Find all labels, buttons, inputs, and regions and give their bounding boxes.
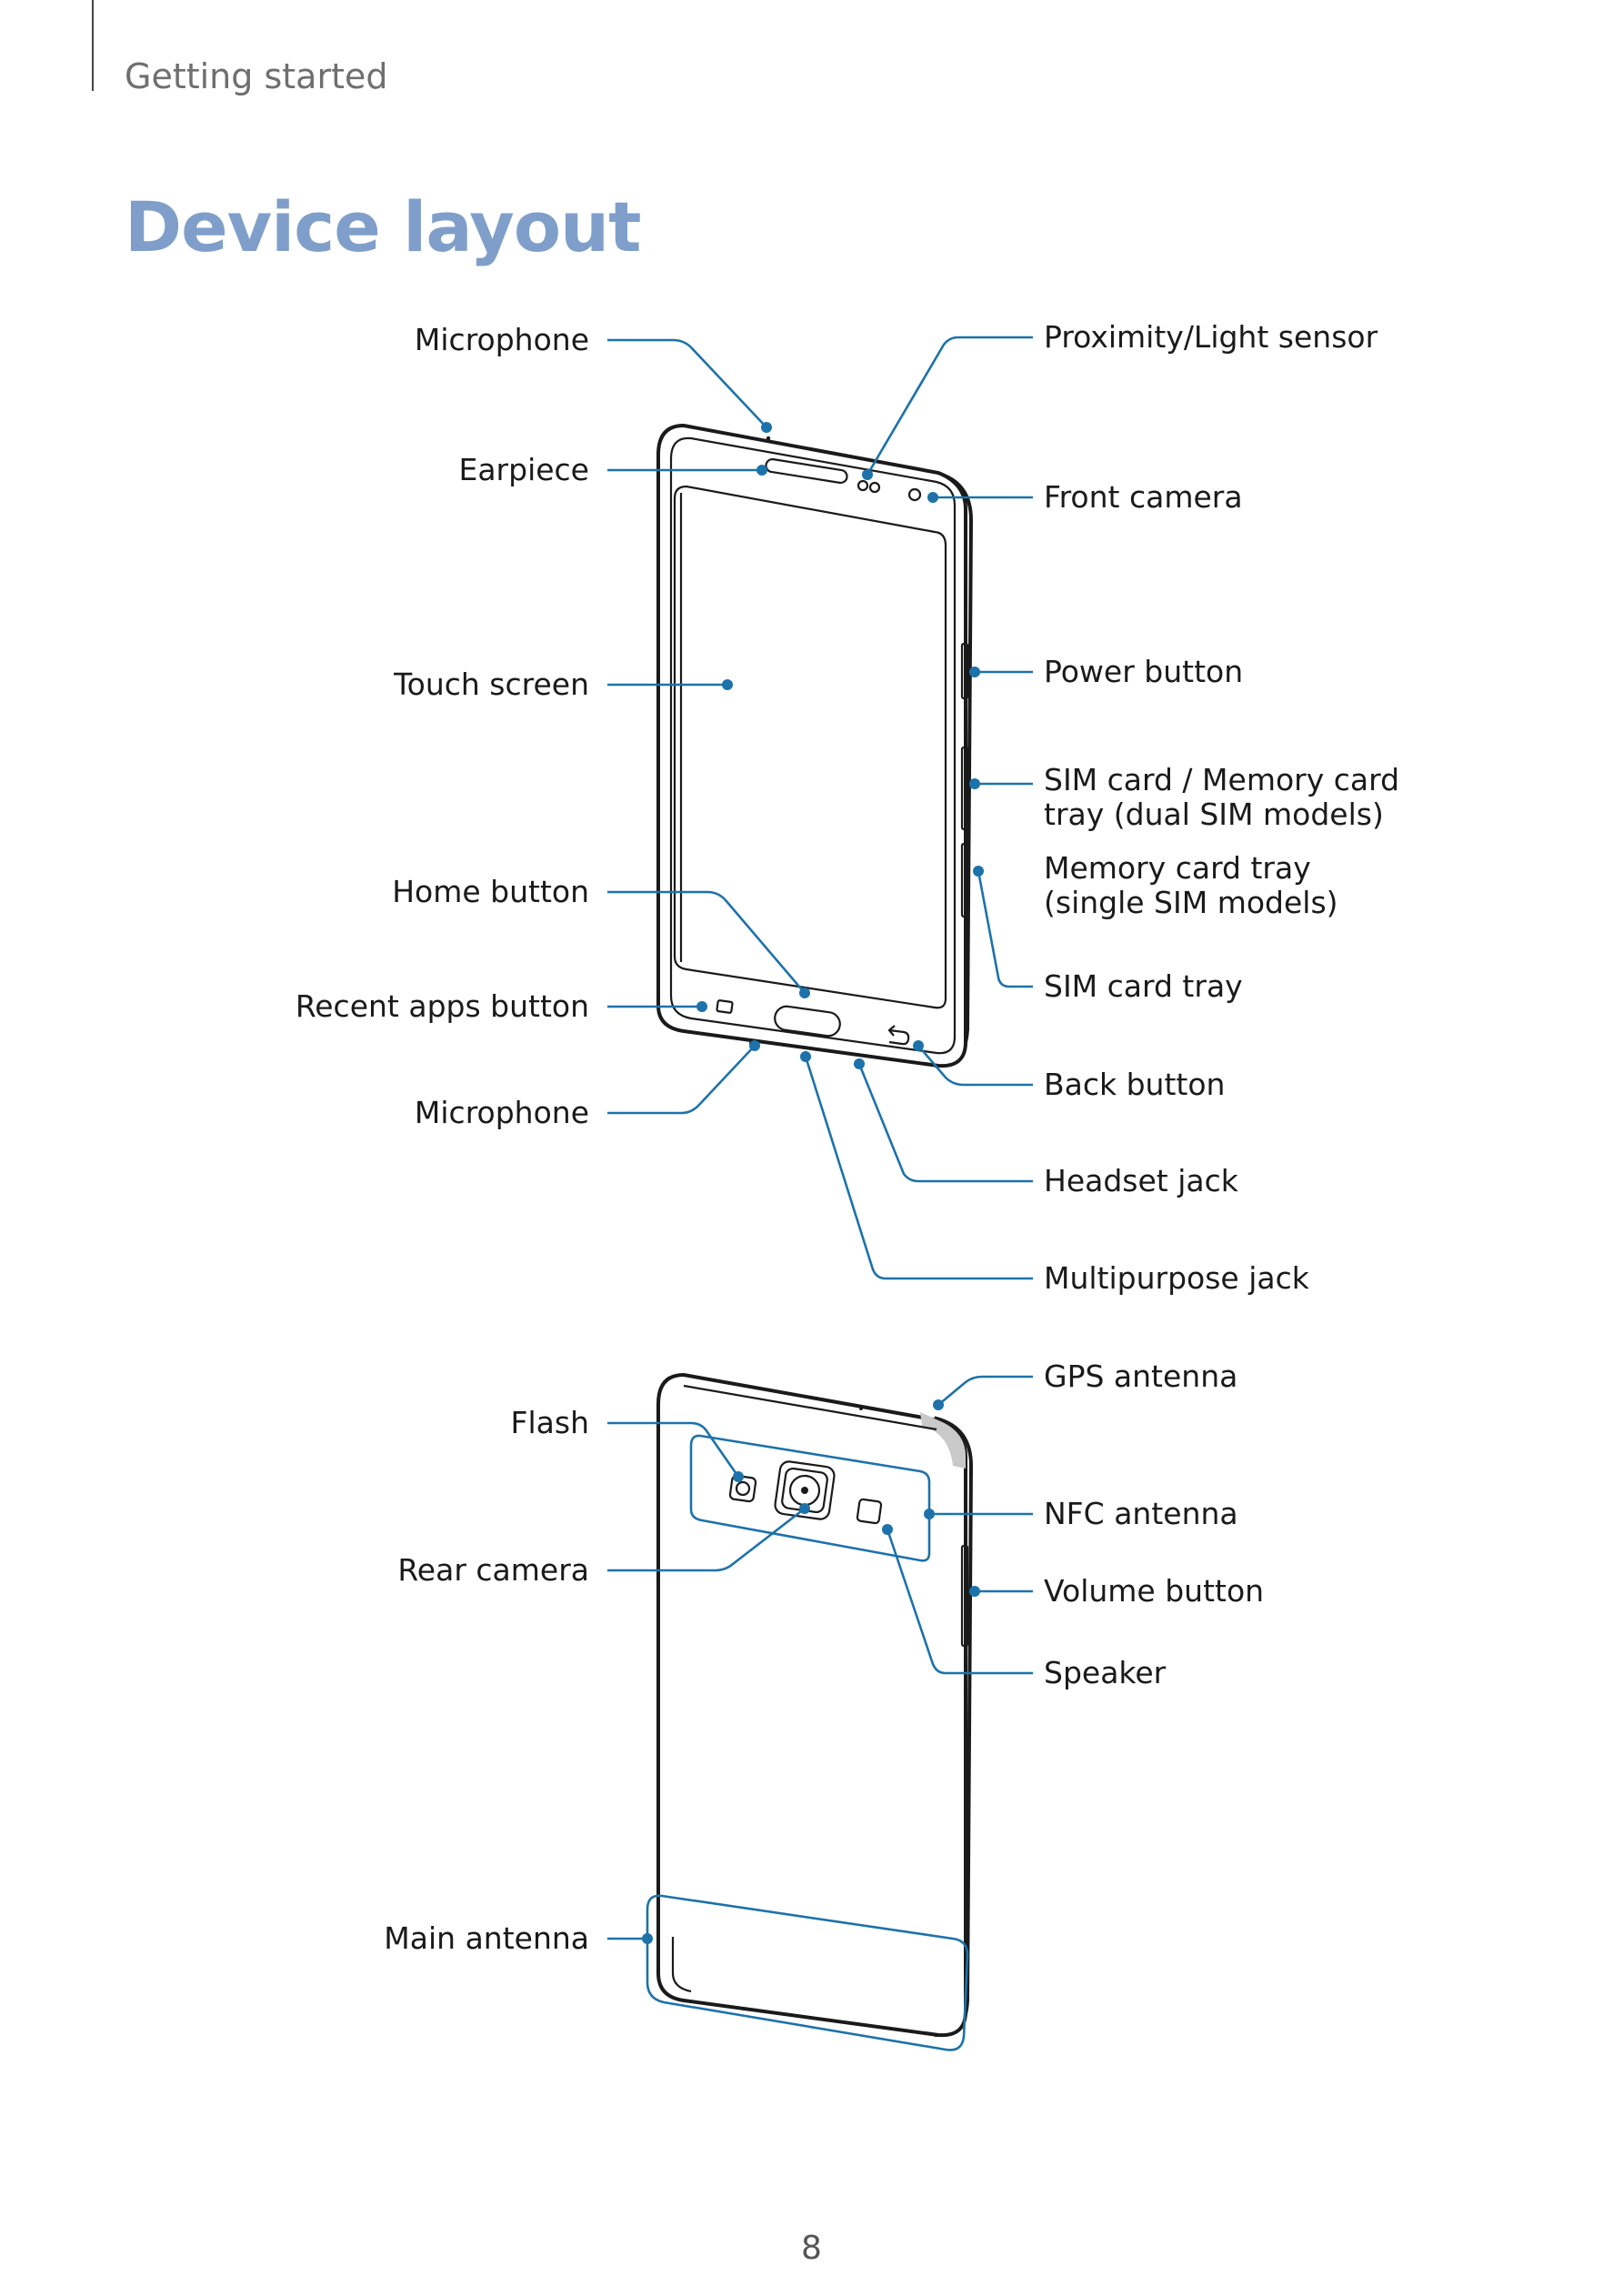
margin-rule — [92, 0, 94, 91]
label-recent-apps-button: Recent apps button — [295, 988, 589, 1024]
label-memory-card-tray-line2: (single SIM models) — [1044, 885, 1338, 920]
back-phone-illustration — [656, 1372, 974, 2038]
front-right-leaders — [800, 336, 1033, 1280]
label-speaker: Speaker — [1044, 1655, 1167, 1690]
back-leaders — [607, 1375, 1033, 1944]
label-back-button: Back button — [1044, 1067, 1226, 1102]
label-power-button: Power button — [1044, 654, 1244, 689]
label-microphone-bottom: Microphone — [414, 1095, 589, 1130]
label-nfc-antenna: NFC antenna — [1044, 1496, 1238, 1531]
label-flash: Flash — [510, 1405, 589, 1440]
front-phone-illustration — [656, 423, 974, 1068]
front-left-leaders — [607, 338, 810, 1115]
label-volume-button: Volume button — [1044, 1573, 1265, 1609]
label-microphone-top: Microphone — [414, 322, 589, 357]
label-front-camera: Front camera — [1044, 479, 1243, 515]
label-multipurpose-jack: Multipurpose jack — [1044, 1260, 1309, 1296]
label-home-button: Home button — [392, 874, 589, 909]
label-sim-memory-tray-line2: tray (dual SIM models) — [1044, 797, 1384, 832]
label-headset-jack: Headset jack — [1044, 1163, 1238, 1198]
label-proximity-light-sensor: Proximity/Light sensor — [1044, 319, 1378, 355]
page-number: 8 — [801, 2230, 822, 2267]
page-title: Device layout — [125, 186, 641, 267]
label-sim-memory-tray-line1: SIM card / Memory card — [1044, 762, 1400, 797]
label-main-antenna: Main antenna — [384, 1920, 589, 1956]
label-memory-card-tray-line1: Memory card tray — [1044, 850, 1311, 886]
label-gps-antenna: GPS antenna — [1044, 1359, 1238, 1394]
label-rear-camera: Rear camera — [397, 1552, 589, 1588]
label-earpiece: Earpiece — [458, 452, 589, 487]
label-sim-card-tray: SIM card tray — [1044, 968, 1243, 1004]
section-header: Getting started — [125, 56, 388, 96]
label-touch-screen: Touch screen — [394, 667, 589, 702]
